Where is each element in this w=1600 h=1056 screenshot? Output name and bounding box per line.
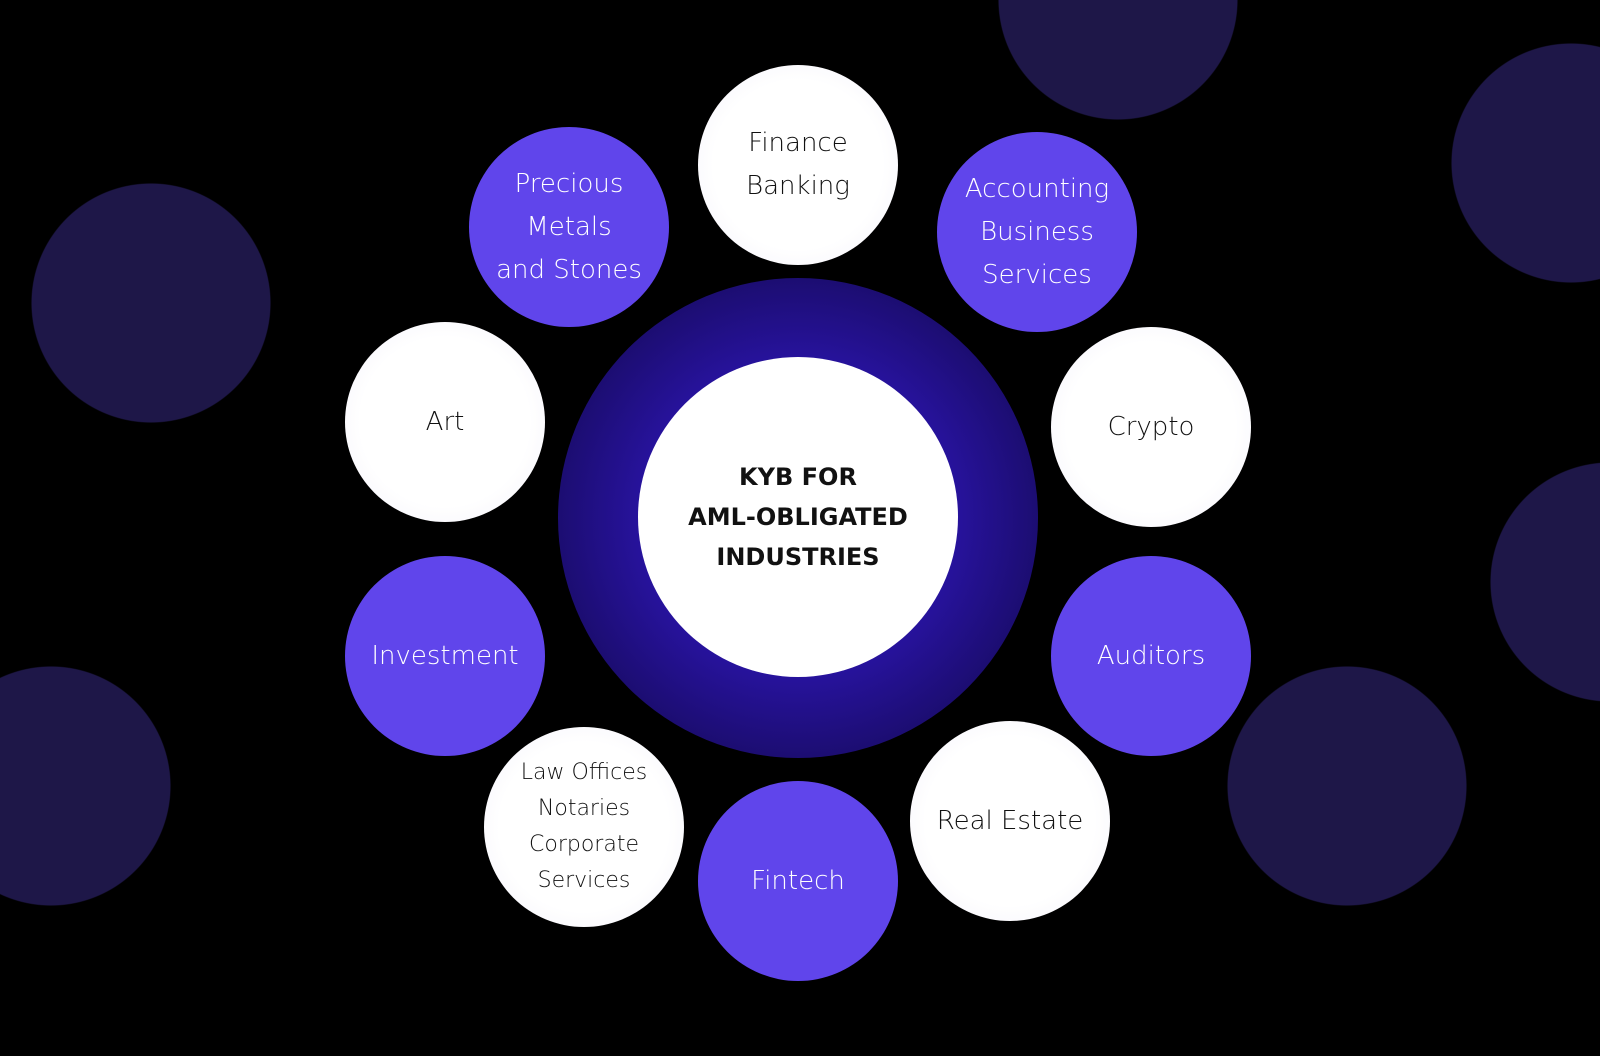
node-art: Art — [345, 322, 545, 522]
node-law-offices: Law Offices Notaries Corporate Services — [484, 727, 684, 927]
node-auditors: Auditors — [1051, 556, 1251, 756]
node-crypto: Crypto — [1051, 327, 1251, 527]
node-precious-metals: Precious Metals and Stones — [469, 127, 669, 327]
node-fintech: Fintech — [698, 781, 898, 981]
node-investment: Investment — [345, 556, 545, 756]
node-finance-banking: Finance Banking — [698, 65, 898, 265]
center-title: KYB FOR AML-OBLIGATED INDUSTRIES — [638, 357, 958, 677]
node-accounting: Accounting Business Services — [937, 132, 1137, 332]
node-real-estate: Real Estate — [910, 721, 1110, 921]
